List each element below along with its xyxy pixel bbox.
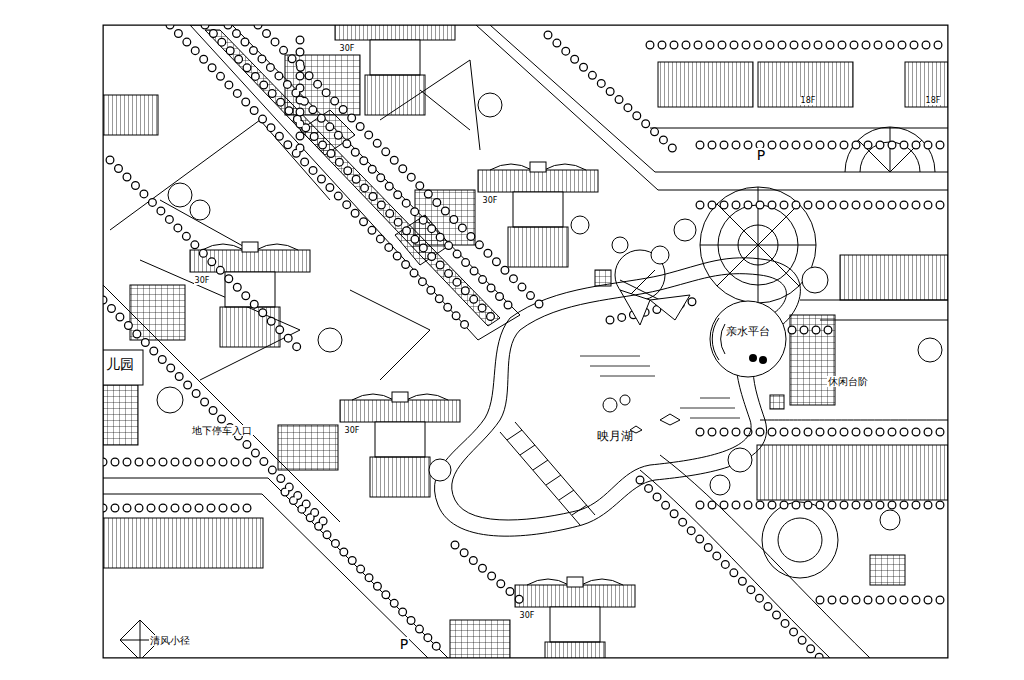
plan-label: P <box>756 148 766 163</box>
plan-label: 休闲台阶 <box>827 376 869 387</box>
waterfront-platform-outline <box>705 298 791 380</box>
plan-label: 儿园 <box>105 357 135 372</box>
plan-label: 清风小径 <box>149 635 191 646</box>
plan-label: 30F <box>519 612 536 621</box>
area-name: 映月湖 <box>597 430 633 443</box>
waterfront-platform: 亲水平台 <box>705 298 791 380</box>
plan-label: 30F <box>194 277 211 286</box>
area-name: 亲水平台 <box>726 326 770 338</box>
plan-label: 18F <box>925 97 942 106</box>
plan-label: 30F <box>339 45 356 54</box>
plan-label: 30F <box>482 197 499 206</box>
plan-label: 18F <box>800 97 817 106</box>
plan-label: 30F <box>344 427 361 436</box>
plan-label: P <box>399 637 409 652</box>
plan-label: 地下停车入口 <box>191 425 253 436</box>
